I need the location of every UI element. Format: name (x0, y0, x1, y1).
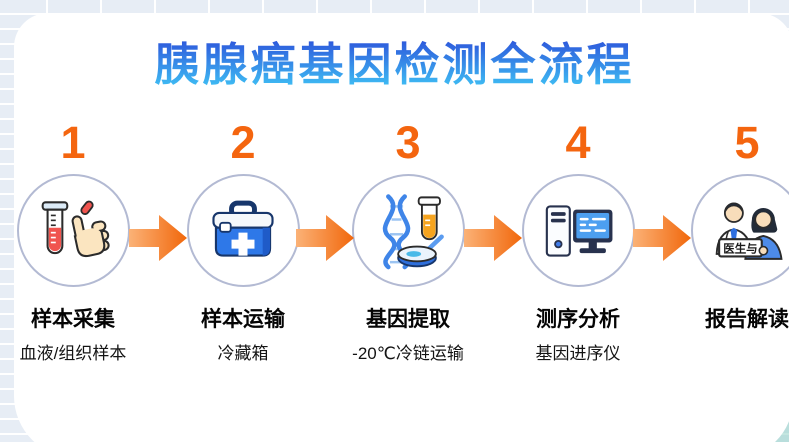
step-label: 报告解读 (705, 308, 789, 331)
step-label: 样本采集 (31, 308, 115, 331)
cooler-box-icon (212, 200, 274, 257)
sequencing-computer-icon (545, 204, 613, 257)
step-label: 样本运输 (201, 308, 285, 331)
step-number: 3 (395, 117, 421, 168)
arrow-right-icon (633, 215, 691, 261)
step-number: 4 (565, 117, 591, 168)
step-subtitle: 冷藏箱 (217, 344, 269, 363)
step-1-sample-collection: 1 (0, 118, 158, 364)
step-circle (351, 174, 465, 287)
step-number: 2 (230, 117, 256, 168)
step-2-sample-transport: 2 样本运输 冷藏箱 (158, 118, 328, 364)
step-subtitle: 基因进序仪 (535, 344, 621, 363)
step-label: 基因提取 (366, 308, 450, 331)
step-circle (521, 174, 635, 287)
step-label: 测序分析 (536, 308, 620, 331)
step-circle: 医生与 (690, 174, 789, 287)
step-3-gene-extraction: 3 基因提取 -20℃冷链运输 (323, 118, 493, 364)
arrow-right-icon (464, 215, 522, 261)
arrow-right-icon (129, 215, 187, 261)
step-subtitle: -20℃冷链运输 (352, 344, 464, 363)
step-circle (16, 174, 130, 287)
doctor-patient-icon: 医生与 (715, 202, 783, 260)
page-title: 胰腺癌基因检测全流程 (0, 28, 789, 93)
step-5-report-interpretation: 5 医生与 报告解读 (662, 118, 789, 339)
step-4-sequencing-analysis: 4 测序分析 基因进序仪 (493, 118, 663, 364)
step-number: 5 (734, 117, 760, 168)
step-circle (186, 174, 300, 287)
blood-tube-and-hand-icon (41, 200, 110, 257)
step-number: 1 (60, 117, 86, 168)
arrow-right-icon (296, 215, 354, 261)
step-subtitle: 血液/组织样本 (19, 344, 127, 363)
sign-text: 医生与 (723, 241, 757, 255)
dna-extraction-icon (382, 193, 444, 269)
